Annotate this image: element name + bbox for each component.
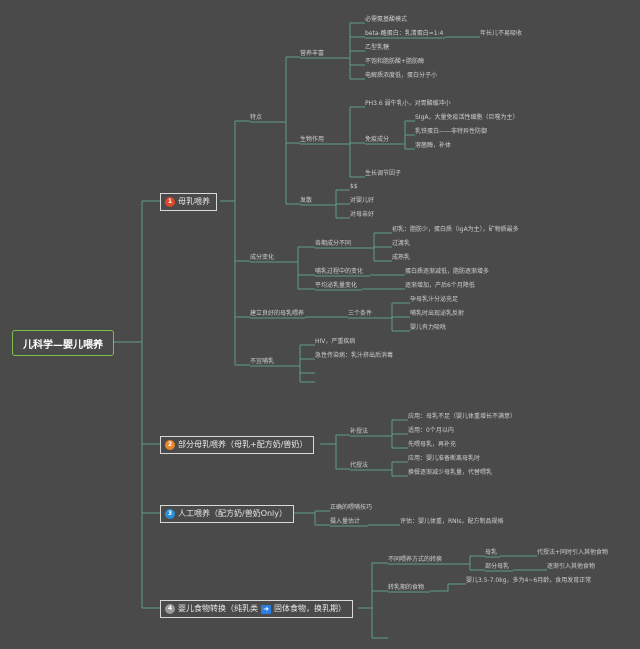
branch-label: 人工喂养（配方奶/兽奶Only）	[178, 509, 288, 518]
branch-food-transition[interactable]: 4 婴儿食物转换（纯乳类 ➜ 固体食物，换乳期）	[160, 600, 353, 618]
nutrition-item[interactable]: 必需氨基酸模式	[365, 16, 408, 23]
topic-features[interactable]: 特点	[250, 114, 263, 121]
nutrition-item[interactable]: 乙型乳糖	[365, 44, 390, 51]
topic-establish[interactable]: 建立良好的母乳喂养	[250, 310, 305, 317]
badge-2-icon: 2	[165, 440, 175, 450]
biological-item[interactable]: PH3.6 弱牛乳小，对胃酸缓冲小	[365, 100, 451, 107]
branch-artificial-feeding[interactable]: 3 人工喂养（配方奶/兽奶Only）	[160, 505, 295, 523]
transition-partial[interactable]: 部分母乳	[485, 563, 510, 570]
topic-biological[interactable]: 生物作用	[300, 136, 325, 143]
supplement-item[interactable]: 适用：0个月以内	[408, 427, 454, 434]
immune-item[interactable]: 乳铁蛋白——非特异性防御	[415, 128, 488, 135]
during-feeding-note[interactable]: 蛋白质逐渐减低，脂肪逐渐增多	[405, 268, 490, 275]
topic-stages[interactable]: 各期成分不同	[315, 240, 352, 247]
badge-3-icon: 3	[165, 509, 175, 519]
intake-note[interactable]: 评估：婴儿体重，RNIs，配方制品规格	[400, 518, 504, 525]
badge-num: 2	[167, 441, 173, 448]
transition-breast-note[interactable]: 代授法+同时引入其他食物	[537, 549, 609, 556]
right-arrow-icon: ➜	[261, 604, 271, 614]
nutrition-item[interactable]: 不饱和脂肪酸+脂肪酶	[365, 58, 425, 65]
immune-item[interactable]: SIgA，大量免疫活性细胞（巨噬为主）	[415, 114, 519, 121]
condition-item[interactable]: 孕母乳汁分泌充足	[410, 296, 459, 303]
topic-transition-foods[interactable]: 转乳期的食物	[388, 584, 425, 591]
stage-item[interactable]: 初乳：脂肪少，蛋白质（IgA为主），矿物质最多	[392, 226, 519, 233]
badge-num: 4	[167, 605, 173, 612]
badge-4-icon: 4	[165, 604, 175, 614]
topic-during-feeding[interactable]: 哺乳过程中的变化	[315, 268, 364, 275]
topic-composition[interactable]: 成分变化	[250, 254, 275, 261]
immune-item[interactable]: 溶菌酶，补体	[415, 142, 452, 149]
other-item[interactable]: 对婴儿好	[350, 197, 375, 204]
nutrition-item[interactable]: beta-酪蛋白：乳清蛋白=1:4	[365, 30, 444, 37]
topic-average-yield[interactable]: 平均泌乳量变化	[315, 282, 358, 289]
branch-label: 母乳喂养	[178, 197, 210, 206]
badge-num: 3	[167, 510, 173, 517]
substitute-item[interactable]: 应用：婴儿准备断离母乳时	[408, 455, 481, 462]
branch-partial-breastfeeding[interactable]: 2 部分母乳喂养（母乳+配方奶/兽奶）	[160, 436, 315, 454]
nutrition-note[interactable]: 年长儿不易吸收	[480, 30, 523, 37]
branch-breastfeeding[interactable]: 1 母乳喂养	[160, 193, 217, 211]
root-node[interactable]: 儿科学—婴儿喂养	[12, 330, 114, 356]
transition-breast[interactable]: 母乳	[485, 549, 498, 556]
nutrition-item[interactable]: 电解质浓度低，蛋白分子小	[365, 72, 438, 79]
branch-label-a: 婴儿食物转换（纯乳类	[178, 604, 258, 613]
not-suitable-item[interactable]: HIV，严重疾病	[315, 338, 356, 345]
badge-num: 1	[167, 198, 173, 205]
topic-not-suitable[interactable]: 不宜哺乳	[250, 358, 275, 365]
branch-label-b: 固体食物，换乳期）	[274, 604, 346, 613]
transition-partial-note[interactable]: 逐渐引入其他食物	[547, 563, 596, 570]
supplement-item[interactable]: 应用：母乳不足（婴儿体重增长不满意）	[408, 413, 517, 420]
substitute-item[interactable]: 换餐逐渐减少母乳量，代替喂乳	[408, 469, 493, 476]
stage-item[interactable]: 成熟乳	[392, 254, 411, 261]
artificial-item[interactable]: 摄入量估计	[330, 518, 361, 525]
topic-supplement[interactable]: 补授法	[350, 428, 369, 435]
biological-item[interactable]: 生长调节因子	[365, 170, 402, 177]
condition-item[interactable]: 哺乳时出现泌乳反射	[410, 310, 465, 317]
topic-substitute[interactable]: 代授法	[350, 462, 369, 469]
foods-note-connector	[430, 583, 466, 592]
condition-item[interactable]: 婴儿有力吸吮	[410, 324, 447, 331]
topic-immune[interactable]: 免疫成分	[365, 136, 390, 143]
average-yield-note[interactable]: 逐渐增加，产后6个月降低	[405, 282, 475, 289]
other-item[interactable]: $$	[350, 183, 358, 190]
topic-three-conditions[interactable]: 三个条件	[348, 310, 373, 317]
topic-other[interactable]: 发散	[300, 197, 313, 204]
topic-nutrition[interactable]: 营养丰富	[300, 50, 325, 57]
branch-label: 部分母乳喂养（母乳+配方奶/兽奶）	[178, 440, 308, 449]
artificial-item[interactable]: 正确的喂哺技巧	[330, 504, 373, 511]
transition-foods-note[interactable]: 婴儿3.5-7.0kg，多为4~6月龄，食用发育正常	[466, 577, 592, 584]
stage-item[interactable]: 过渡乳	[392, 240, 411, 247]
badge-1-icon: 1	[165, 197, 175, 207]
supplement-item[interactable]: 先喂母乳，再补充	[408, 441, 457, 448]
topic-transition-methods[interactable]: 不同喂养方式的转换	[388, 556, 443, 563]
not-suitable-item[interactable]: 急性传染病：乳汁挤出后消毒	[315, 352, 394, 359]
other-item[interactable]: 对母亲好	[350, 211, 375, 218]
